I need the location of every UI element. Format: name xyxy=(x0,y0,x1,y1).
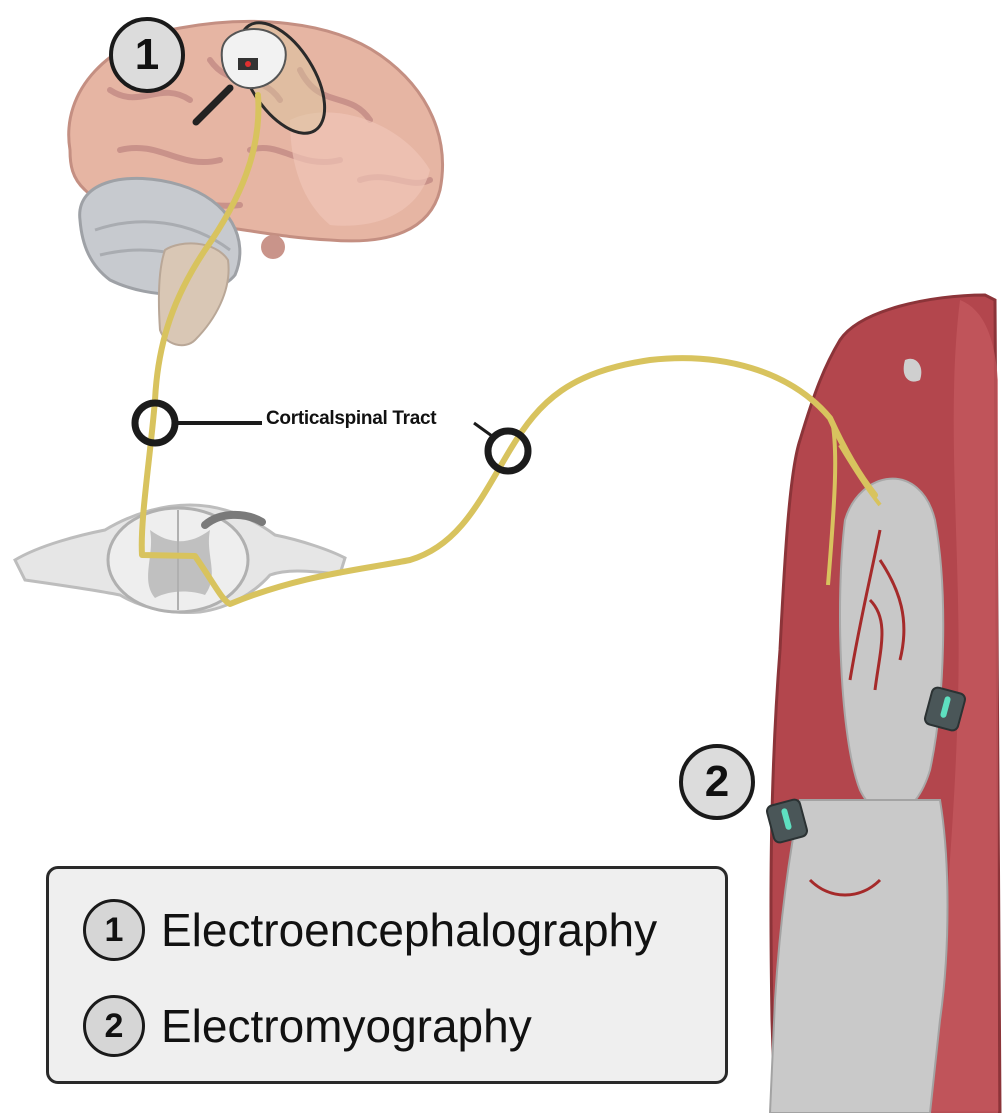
leg-muscle xyxy=(770,295,1000,1113)
legend-box: 1 Electroencephalography 2 Electromyogra… xyxy=(46,866,728,1084)
badge-eeg: 1 xyxy=(109,17,185,93)
badge-number: 1 xyxy=(135,30,159,80)
pituitary xyxy=(261,235,285,259)
corticospinal-tract-label: Corticalspinal Tract xyxy=(266,408,436,430)
legend-label: Electroencephalography xyxy=(161,903,657,957)
badge-emg: 2 xyxy=(679,744,755,820)
legend-number: 2 xyxy=(83,995,145,1057)
badge-number: 2 xyxy=(705,757,729,807)
legend-number: 1 xyxy=(83,899,145,961)
label-leader-line xyxy=(474,423,492,436)
spinal-cord-cross-section xyxy=(15,505,345,612)
legend-item-emg: 2 Electromyography xyxy=(83,995,532,1057)
legend-item-eeg: 1 Electroencephalography xyxy=(83,899,657,961)
legend-label: Electromyography xyxy=(161,999,532,1053)
